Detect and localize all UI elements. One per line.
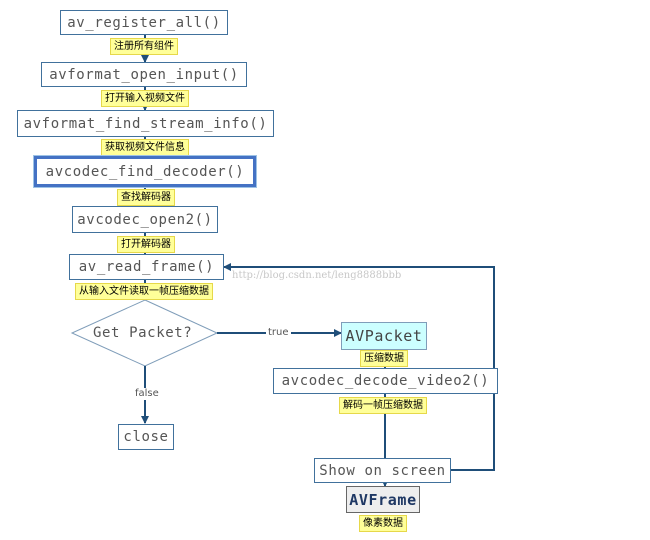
label-open2: 打开解码器 [117,236,175,253]
label-find-decoder: 查找解码器 [117,189,175,206]
label-avframe: 像素数据 [359,515,407,532]
label-read-frame: 从输入文件读取一帧压缩数据 [75,283,213,300]
node-avformat-open-input: avformat_open_input() [41,62,247,87]
watermark-url: http://blog.csdn.net/leng8888bbb [232,270,402,281]
label-register: 注册所有组件 [110,38,178,55]
node-avcodec-open2: avcodec_open2() [72,206,218,233]
label-open-input: 打开输入视频文件 [101,90,189,107]
node-avcodec-decode-video2: avcodec_decode_video2() [273,368,498,394]
node-av-read-frame: av_read_frame() [69,254,224,280]
decision-get-packet-text: Get Packet? [93,325,193,341]
node-avframe: AVFrame [346,486,420,513]
label-avpacket: 压缩数据 [360,350,408,367]
edge-label-true: true [266,327,291,339]
label-find-stream-info: 获取视频文件信息 [101,139,189,156]
node-close: close [118,424,174,450]
node-av-register-all: av_register_all() [60,10,228,35]
node-avformat-find-stream-info: avformat_find_stream_info() [17,110,274,137]
node-show-on-screen: Show on screen [314,458,451,483]
label-decode-video2: 解码一帧压缩数据 [339,397,427,414]
node-avcodec-find-decoder: avcodec_find_decoder() [34,156,256,187]
node-avpacket: AVPacket [341,322,427,350]
edge-label-false: false [133,388,161,400]
